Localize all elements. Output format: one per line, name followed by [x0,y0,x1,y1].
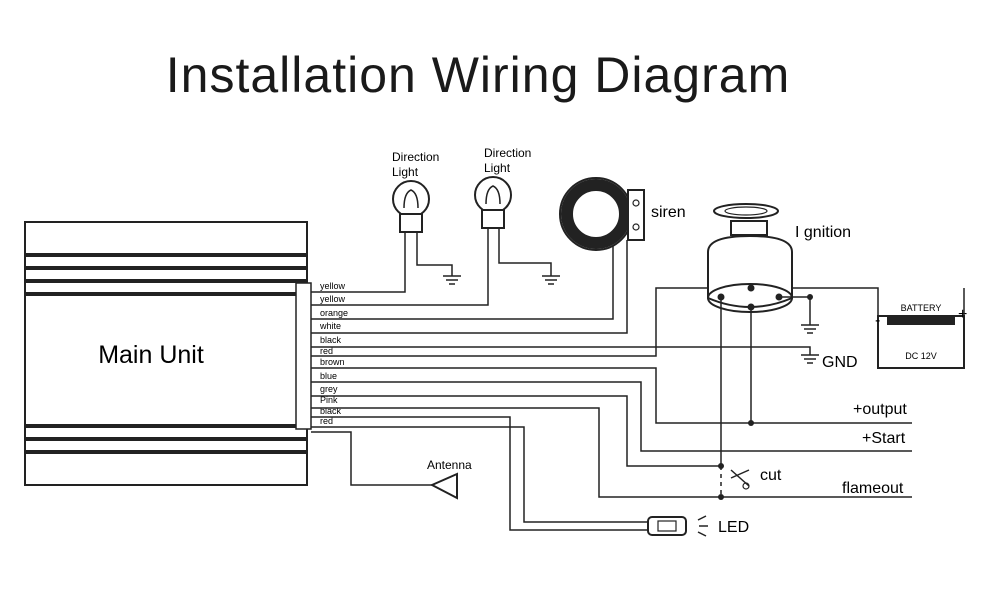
page-title: Installation Wiring Diagram [166,47,790,103]
ignition-label: I gnition [795,224,851,241]
ignition-switch: I gnition [707,203,851,500]
main-unit-label: Main Unit [98,341,204,369]
start-label: +Start [862,430,906,447]
direction-light-1: Direction Light [392,150,461,285]
direction-light-2: Direction Light [474,146,560,285]
wire-label: red [320,416,333,426]
gnd-symbol: GND [801,354,858,371]
wire-label: orange [320,308,348,318]
battery: BATTERY DC 12V - + [875,288,967,369]
wire-label: blue [320,371,337,381]
wire-label: Pink [320,395,338,405]
flameout-label: flameout [842,480,904,497]
battery-positive-terminal: + [958,306,967,323]
wire-label: yellow [320,281,346,291]
wire-label: black [320,335,342,345]
wire-label: grey [320,384,338,394]
cut-label: cut [760,467,782,484]
led-label: LED [718,519,749,536]
direction-light-2-label-line2: Light [484,161,511,175]
wires [311,228,912,531]
direction-light-1-label-line1: Direction [392,150,439,164]
wire-label: yellow [320,294,346,304]
led: LED [647,515,749,537]
siren: siren [559,177,686,251]
direction-light-2-label-line1: Direction [484,146,531,160]
main-unit: Main Unit [24,221,312,486]
wire-label: red [320,346,333,356]
gnd-label: GND [822,354,858,371]
battery-negative-terminal: - [875,312,880,329]
wire-label: black [320,406,342,416]
scissors-icon [730,469,750,479]
wire-label-group: yellowyelloworangewhiteblackredbrownblue… [319,281,348,426]
output-label: +output [853,401,907,418]
direction-light-1-label-line2: Light [392,165,419,179]
wire-label: brown [320,357,345,367]
siren-label: siren [651,204,686,221]
antenna: Antenna [427,458,472,500]
battery-voltage: DC 12V [905,351,937,361]
antenna-label: Antenna [427,458,472,472]
wire-label: white [319,321,341,331]
cut-marker: cut [730,467,782,490]
battery-label: BATTERY [901,303,942,313]
